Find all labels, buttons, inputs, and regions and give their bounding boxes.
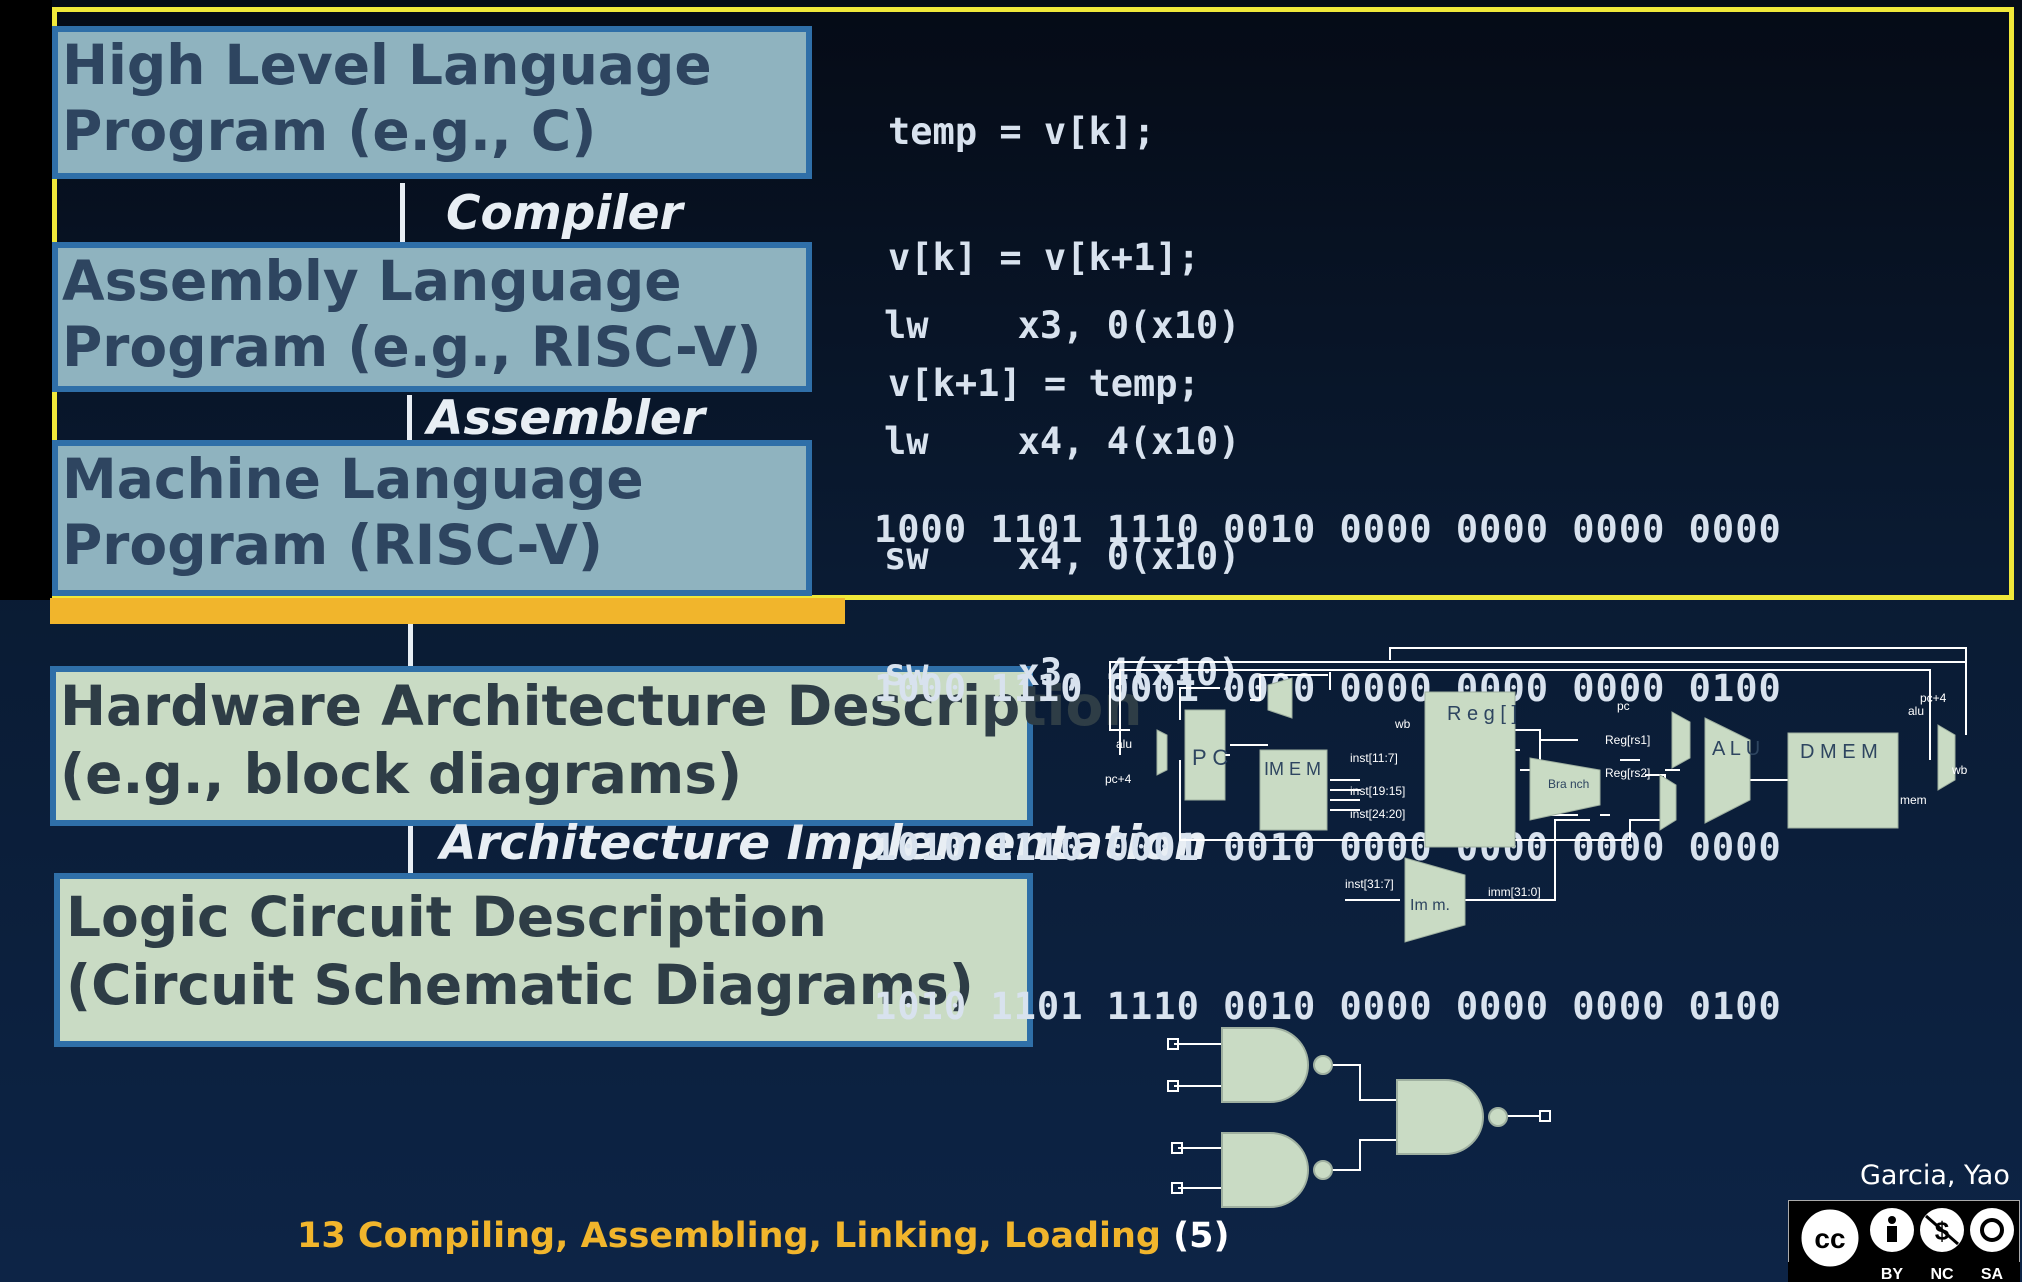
logic-circuit-box: Logic Circuit Description (Circuit Schem… [54, 873, 1033, 1047]
hardware-architecture-box: Hardware Architecture Description (e.g.,… [50, 666, 1143, 826]
code-line: v[k+1] = temp; [888, 362, 1200, 405]
sa-icon [1970, 1208, 2014, 1252]
level-subtitle: (e.g., block diagrams) [60, 742, 743, 806]
branch-comp [1529, 757, 1601, 821]
pc-label: P C [1192, 745, 1228, 770]
nand-gate-1 [1221, 1027, 1309, 1103]
inst-11-7-label: inst[11:7] [1350, 751, 1398, 765]
inst-19-15-label: inst[19:15] [1350, 784, 1405, 798]
footer-page-number: (5) [1173, 1216, 1230, 1256]
code-line: lw x4, 4(x10) [884, 419, 1241, 463]
imm-gen-block [1404, 857, 1466, 943]
code-line: temp = v[k]; [888, 110, 1156, 153]
wb-top-label: wb [1394, 717, 1411, 731]
cc-by-label: BY [1881, 1266, 1904, 1282]
rs2-label: Reg[rs2] [1605, 766, 1650, 780]
code-line: lw x3, 0(x10) [884, 304, 1241, 347]
authors-credit: Garcia, Yao [1860, 1160, 2010, 1191]
c-code-block: temp = v[k]; v[k] = v[k+1]; v[k+1] = tem… [888, 27, 1200, 447]
imem-label: IM E M [1264, 759, 1321, 779]
level-title: Logic Circuit Description [66, 885, 827, 949]
rs1-label: Reg[rs1] [1605, 733, 1650, 747]
connector-implementation [408, 826, 413, 874]
by-icon [1870, 1208, 1914, 1252]
code-line: 1010 1101 1110 0010 0000 0000 0000 0100 [874, 985, 1782, 1028]
nc-icon: $ [1920, 1208, 1964, 1252]
left-black-strip [0, 0, 52, 600]
cc-icon [1798, 1206, 1862, 1270]
alu-out-label: alu [1908, 704, 1924, 718]
assembly-language-box: Assembly Language Program (e.g., RISC-V) [52, 242, 812, 392]
pc-adder [1267, 677, 1293, 719]
wb-mux [1937, 724, 1956, 791]
a-mux [1671, 711, 1691, 769]
level-title: High Level Language [62, 33, 712, 97]
machine-language-box: Machine Language Program (RISC-V) [52, 440, 812, 596]
code-line: sw x4, 0(x10) [884, 535, 1241, 578]
code-line: sw x3, 4(x10) [884, 650, 1241, 694]
alu-in-label: alu [1116, 737, 1132, 751]
cc-license-badge: cc $ BY NC SA [1788, 1200, 2020, 1282]
level-subtitle: Program (e.g., C) [62, 99, 597, 163]
inst-24-20-label: inst[24:20] [1350, 807, 1405, 821]
alu-block [1704, 717, 1751, 824]
svg-text:cc: cc [1814, 1223, 1845, 1254]
slide-footer-title: 13 Compiling, Assembling, Linking, Loadi… [297, 1216, 1230, 1256]
architecture-implementation-label: Architecture Implementation [440, 816, 1208, 871]
cc-nc-label: NC [1930, 1266, 1954, 1282]
code-line: 1000 1101 1110 0010 0000 0000 0000 0000 [874, 508, 1782, 551]
level-subtitle: Program (RISC-V) [62, 513, 604, 577]
register-file-block [1424, 691, 1516, 848]
connector-hardware [408, 624, 413, 668]
wb-label: wb [1951, 763, 1968, 777]
level-title: Hardware Architecture Description [60, 674, 1143, 738]
b-mux [1659, 774, 1677, 831]
connector-compiler [400, 183, 405, 247]
level-subtitle: Program (e.g., RISC-V) [62, 315, 762, 379]
branch-label: Bra nch [1548, 777, 1589, 791]
connector-assembler [407, 395, 412, 443]
pc-signal-label: pc [1617, 699, 1630, 713]
dmem-block [1787, 732, 1899, 829]
code-line: v[k] = v[k+1]; [888, 236, 1200, 279]
nand-gate-2 [1221, 1132, 1309, 1208]
footer-title-text: 13 Compiling, Assembling, Linking, Loadi… [297, 1216, 1174, 1256]
imm-label: Im m. [1410, 897, 1450, 914]
alu-mux [1156, 729, 1168, 776]
assembler-label: Assembler [427, 391, 705, 446]
pc-block [1184, 709, 1226, 801]
dmem-label: D M E M [1800, 741, 1878, 763]
mem-label: mem [1900, 793, 1927, 807]
imm-out-label: imm[31:0] [1488, 885, 1541, 899]
alu-label: A L U [1712, 738, 1760, 760]
level-title: Assembly Language [62, 249, 682, 313]
hardware-boundary-bar [50, 598, 845, 624]
datapath-block-diagram: P C IM E M R e g [ ] A L U D M E M Im m.… [1105, 647, 1968, 943]
assembly-code-block: lw x3, 0(x10) lw x4, 4(x10) sw x4, 0(x10… [884, 230, 1240, 731]
logic-circuit-schematic [1167, 1027, 1551, 1208]
high-level-language-box: High Level Language Program (e.g., C) [52, 26, 812, 179]
level-subtitle: (Circuit Schematic Diagrams) [66, 953, 974, 1017]
level-title: Machine Language [62, 447, 644, 511]
pc4-out-label: pc+4 [1920, 691, 1947, 705]
nand-gate-3 [1396, 1079, 1484, 1155]
compiler-label: Compiler [446, 186, 683, 241]
reg-label: R e g [ ] [1447, 703, 1517, 725]
cc-sa-label: SA [1981, 1266, 2004, 1282]
pc4-label: pc+4 [1105, 772, 1132, 786]
inst-31-7-label: inst[31:7] [1345, 877, 1394, 891]
imem-block [1259, 749, 1328, 831]
